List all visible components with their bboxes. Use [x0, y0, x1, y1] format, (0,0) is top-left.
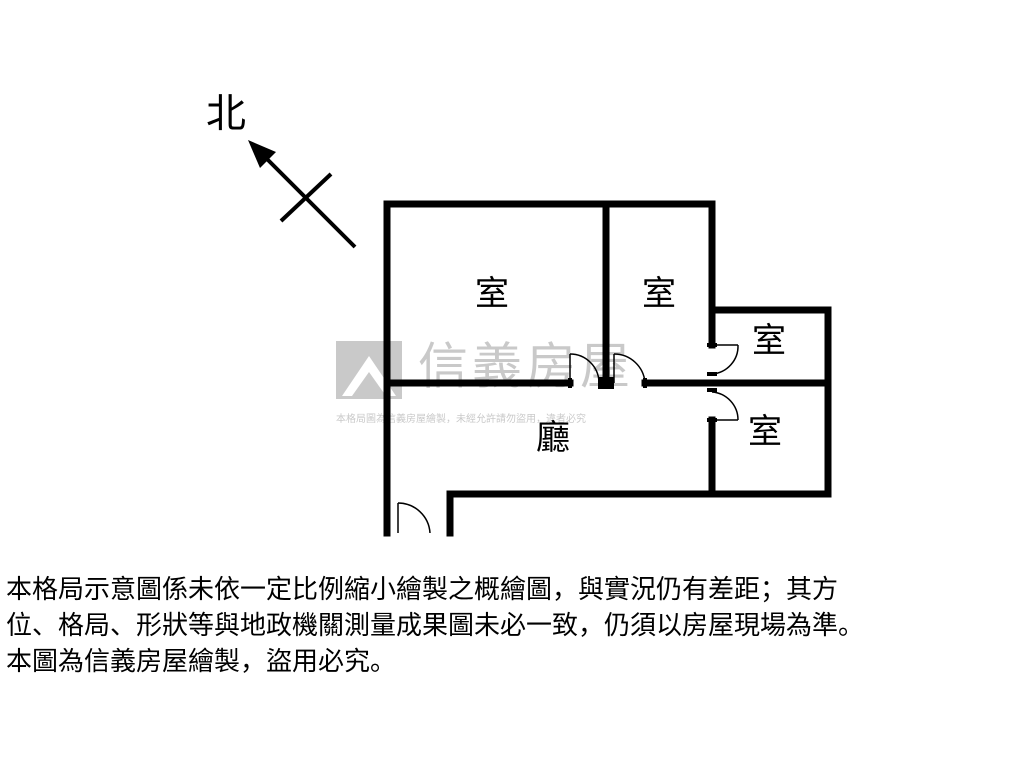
door-entry	[397, 502, 431, 534]
disclaimer: 本格局示意圖係未依一定比例縮小繪製之概繪圖，與實況仍有差距；其方 位、格局、形狀…	[6, 572, 1018, 680]
brand-logo-icon	[336, 341, 402, 399]
disclaimer-line: 位、格局、形狀等與地政機關測量成果圖未必一致，仍須以房屋現場為準。	[6, 611, 865, 641]
wall-pillar	[598, 377, 614, 389]
floor-plan: 信義房屋 本格局圖為信義房屋繪製，未經允許請勿盜用，違者必究 北	[206, 91, 832, 537]
door-right-top	[711, 344, 739, 375]
watermark-subtext: 本格局圖為信義房屋繪製，未經允許請勿盜用，違者必究	[336, 412, 586, 425]
disclaimer-line: 本圖為信義房屋繪製，盜用必究。	[6, 647, 397, 677]
walls	[383, 200, 832, 537]
room-label-living: 廳	[536, 418, 570, 458]
disclaimer-line: 本格局示意圖係未依一定比例縮小繪製之概繪圖，與實況仍有差距；其方	[6, 575, 839, 605]
door-jambs	[568, 343, 717, 422]
north-label: 北	[206, 91, 246, 137]
room-label-right-top: 室	[752, 321, 786, 361]
room-label-top-mid: 室	[642, 274, 676, 314]
north-arrow-icon	[248, 140, 357, 249]
room-label-top-left: 室	[475, 274, 509, 314]
door-right-bottom	[711, 391, 739, 421]
room-label-right-bottom: 室	[748, 412, 782, 452]
